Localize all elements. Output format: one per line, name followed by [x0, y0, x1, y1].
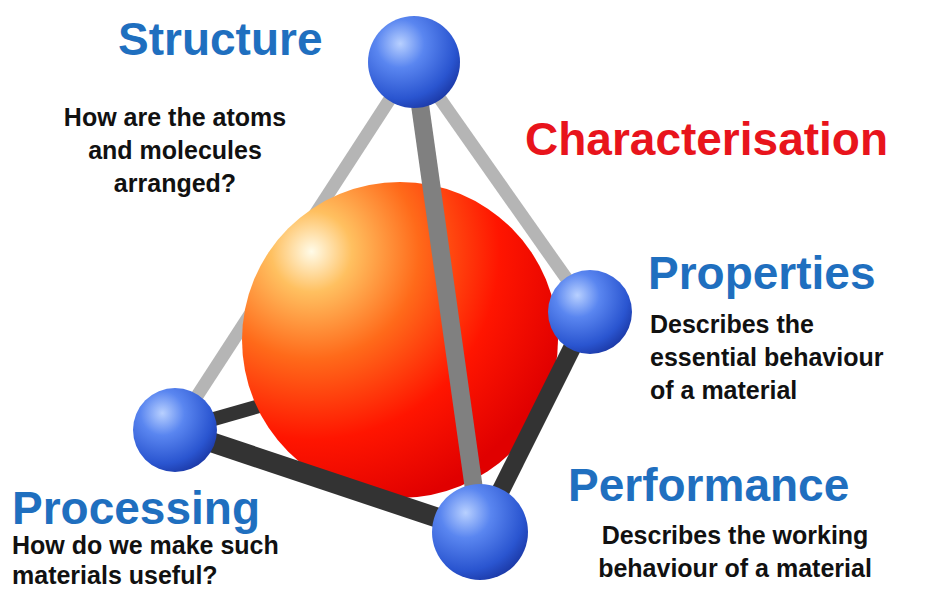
diagram-label: Characterisation: [525, 116, 888, 162]
node-heading: Properties: [648, 250, 876, 296]
sphere-outline: [368, 16, 460, 108]
node-description: Describes the working behaviour of a mat…: [590, 519, 880, 585]
tetrahedron-rod: [420, 103, 474, 489]
vertex-sphere: [368, 16, 460, 108]
node-heading: Processing: [12, 485, 260, 531]
sphere-outline: [432, 484, 528, 580]
sphere-shape: [432, 484, 528, 580]
sphere-shape: [548, 270, 632, 354]
vertex-sphere: [432, 484, 528, 580]
sphere-shape: [368, 16, 460, 108]
sphere-outline: [548, 270, 632, 354]
tetrahedron-rod: [499, 346, 573, 494]
node-description: How are the atoms and molecules arranged…: [50, 101, 300, 200]
node-description: How do we make such materials useful?: [12, 530, 332, 590]
characterisation-sphere: [242, 182, 558, 498]
node-description: Describes the essential behaviour of a m…: [650, 308, 908, 407]
sphere-shape: [133, 388, 217, 472]
node-heading: Performance: [568, 462, 849, 508]
vertex-sphere: [133, 388, 217, 472]
sphere-outline: [133, 388, 217, 472]
node-heading: Structure: [118, 16, 322, 62]
vertex-sphere: [548, 270, 632, 354]
